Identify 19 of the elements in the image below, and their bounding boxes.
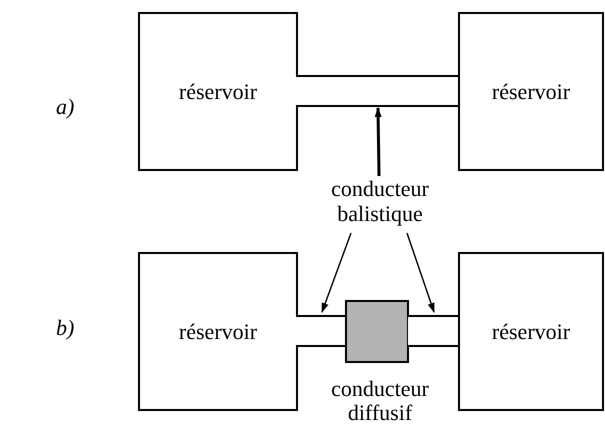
conductor-channel [408, 315, 460, 347]
panel-label: b) [56, 315, 74, 341]
reservoir-label: réservoir [492, 78, 570, 104]
arrow [406, 232, 435, 313]
reservoir-label: réservoir [492, 318, 570, 344]
arrow [374, 107, 382, 176]
conductor-caption: conducteur diffusif [330, 377, 430, 425]
reservoir-box [458, 252, 604, 411]
reservoir-label: réservoir [178, 78, 258, 104]
panel-label: a) [56, 94, 74, 120]
arrow [321, 232, 352, 313]
conductor-label: conducteur balistique [300, 176, 460, 226]
diffusive-block [345, 300, 409, 363]
reservoir-label: réservoir [178, 318, 258, 344]
reservoir-box [458, 12, 604, 171]
conductor-channel [296, 315, 348, 347]
reservoir-box [138, 252, 298, 411]
conductor-channel [296, 75, 460, 107]
reservoir-box [138, 12, 298, 171]
